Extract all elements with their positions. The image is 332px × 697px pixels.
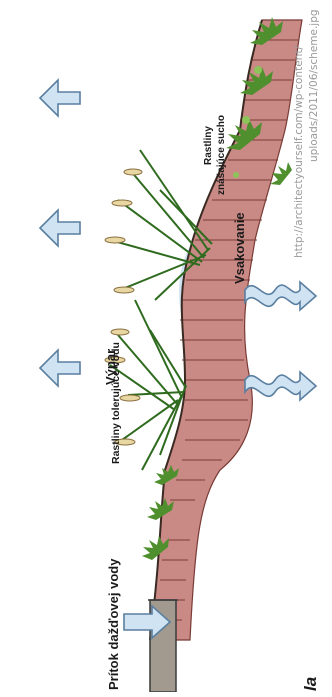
label-drought-tolerant-line1: Rastliny xyxy=(203,126,214,165)
source-url-line2: uploads/2011/06/scheme.jpg xyxy=(308,9,320,162)
evaporation-arrow-icon xyxy=(40,80,80,386)
label-corner-letter: la xyxy=(301,677,321,691)
label-inflow: Prítok dažďovej vody xyxy=(106,559,121,690)
label-drought-tolerant-line2: znášajúce sucho xyxy=(216,115,227,195)
soil-profile xyxy=(150,20,302,640)
label-infiltration: Vsakovanie xyxy=(232,212,247,284)
cattail-heads-2 xyxy=(105,169,142,293)
label-water-tolerant: Rastliny tolerujúce vodu xyxy=(110,342,122,464)
source-url-line1: http://architectyourself.com/wp-content/ xyxy=(293,46,305,258)
infiltration-arrow-icon xyxy=(245,282,316,400)
